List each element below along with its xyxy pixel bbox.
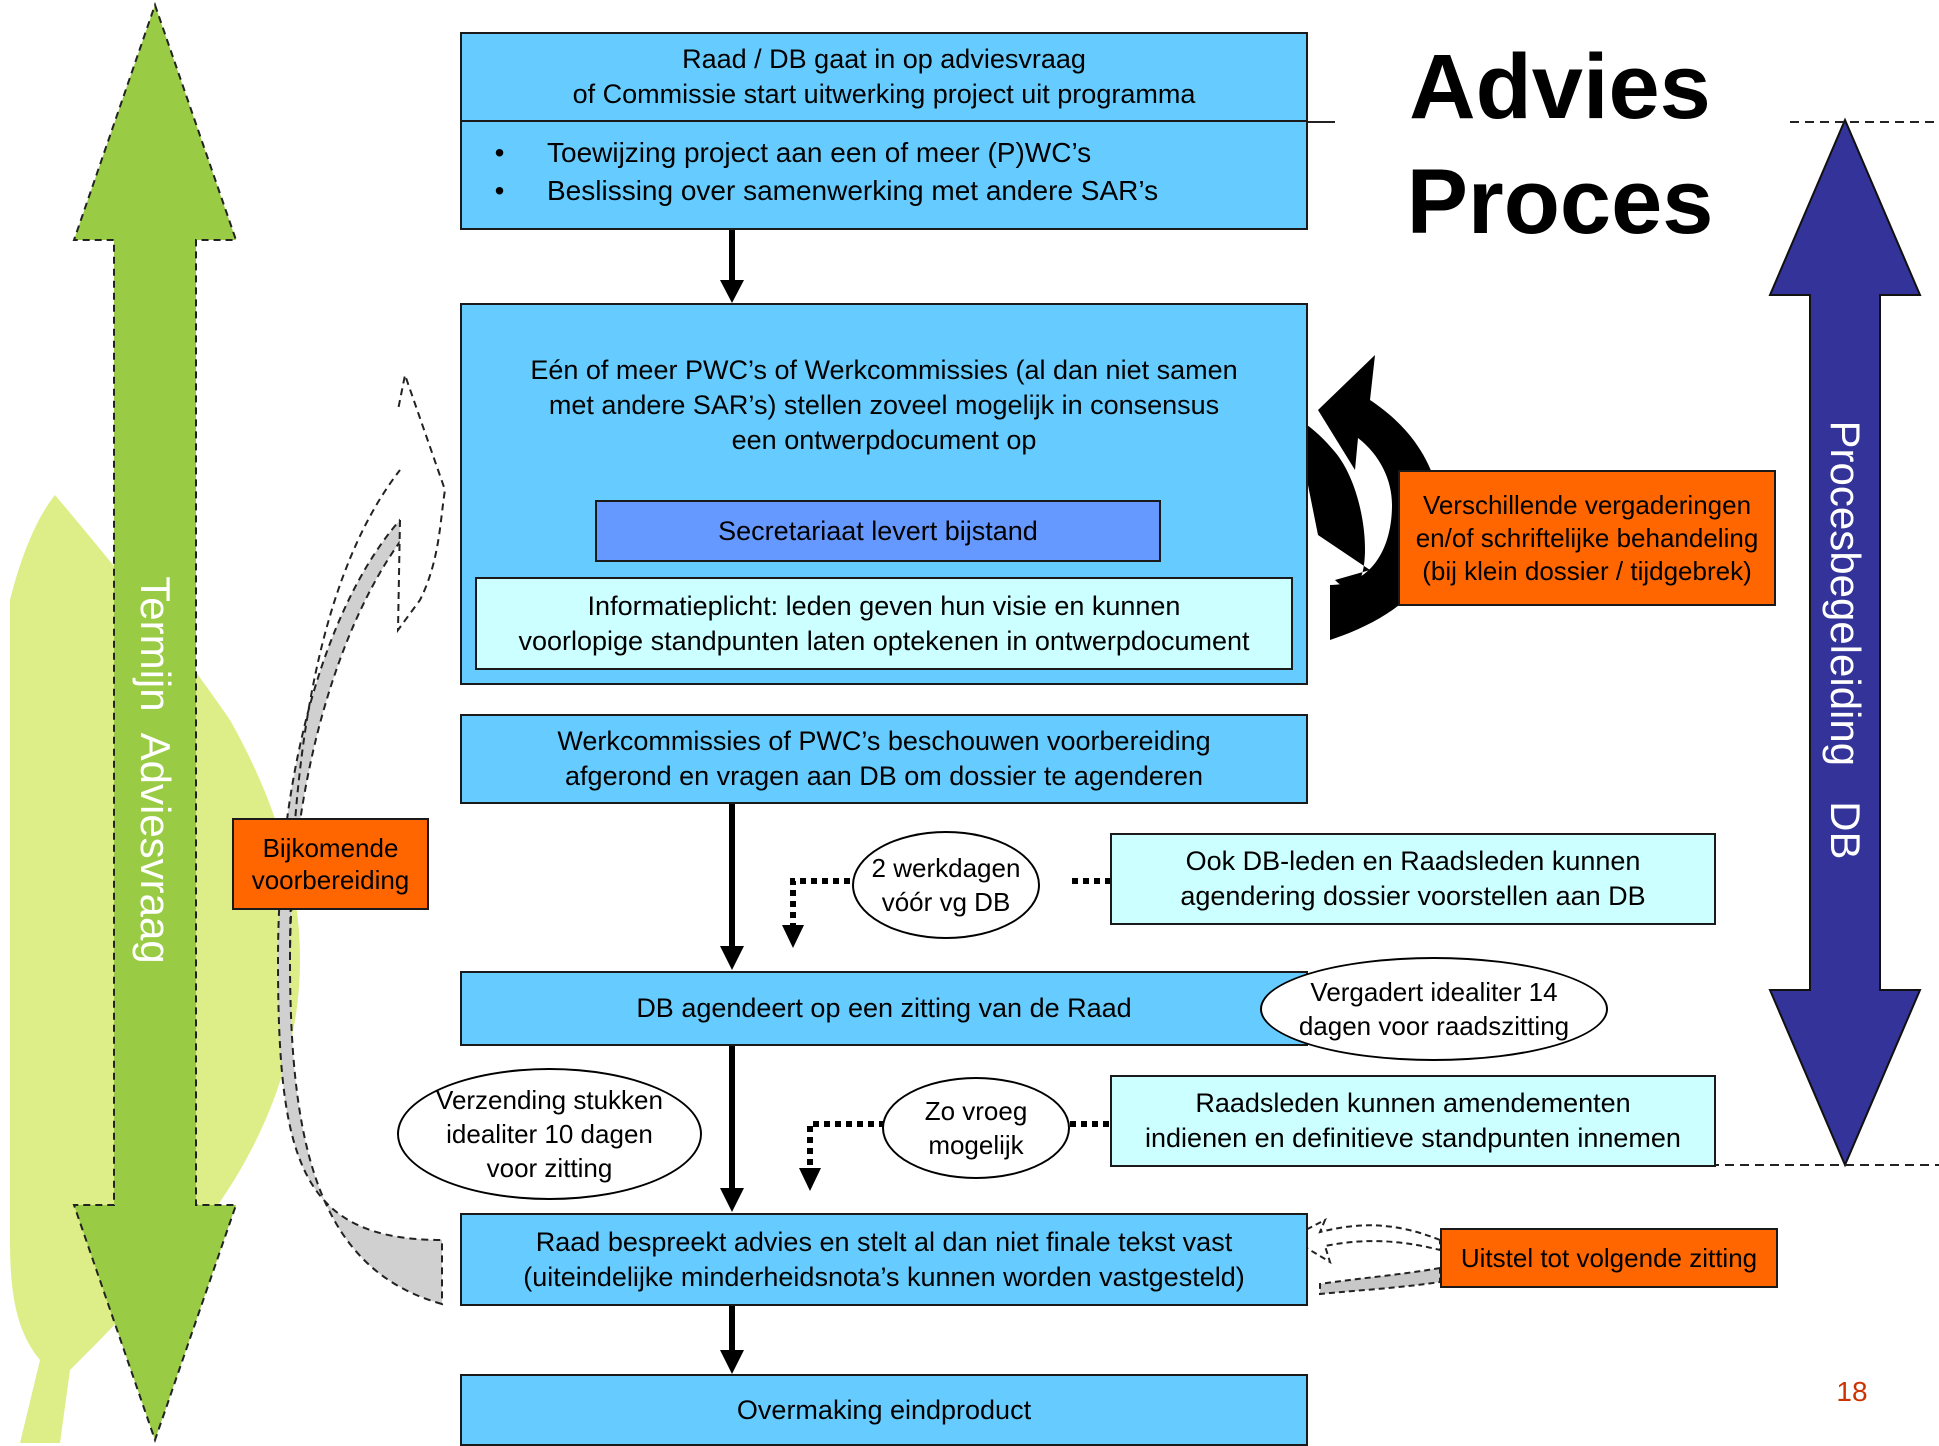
postpone-note: Uitstel tot volgende zitting: [1440, 1228, 1778, 1288]
step-6-box: Overmaking eindproduct: [460, 1374, 1308, 1446]
db-members-line-2: agendering dossier voorstellen aan DB: [1180, 881, 1646, 911]
dotted-connectors: [790, 878, 1113, 1168]
dotted-arrowhead-1: [782, 925, 804, 948]
info-line-1: Informatieplicht: leden geven hun visie …: [587, 590, 1181, 621]
additional-prep-line-1: Bijkomende: [262, 833, 399, 863]
postpone-arrow: [1287, 1217, 1441, 1265]
secretariat-box: Secretariaat levert bijstand: [595, 500, 1161, 562]
page-title: Advies Proces: [1370, 30, 1750, 260]
two-workdays-oval: 2 werkdagen vóór vg DB: [852, 831, 1040, 939]
step-6-line-1: Overmaking eindproduct: [736, 1394, 1032, 1425]
amendments-line-2: indienen en definitieve standpunten inne…: [1145, 1123, 1681, 1153]
two-days-line-1: 2 werkdagen: [871, 853, 1021, 883]
asap-line-2: mogelijk: [928, 1130, 1024, 1160]
step-3-line-2: afgerond en vragen aan DB om dossier te …: [565, 761, 1203, 791]
bullet-text: Toewijzing project aan een of meer (P)WC…: [547, 137, 1092, 168]
step-4-line-1: DB agendeert op een zitting van de Raad: [636, 993, 1132, 1023]
information-duty-box: Informatieplicht: leden geven hun visie …: [475, 577, 1293, 670]
asap-oval: Zo vroeg mogelijk: [882, 1077, 1070, 1179]
info-line-2: voorlopige standpunten laten optekenen i…: [518, 625, 1250, 656]
amendments-note: Raadsleden kunnen amendementen indienen …: [1110, 1075, 1716, 1167]
flow-arrows: [720, 229, 744, 1374]
feedback-line: [289, 469, 401, 961]
feedback-curve: [276, 518, 443, 1306]
dotted-arrowhead-2: [799, 1168, 821, 1191]
meets-ideally-line-2: dagen voor raadszitting: [1298, 1011, 1570, 1041]
step-1-bullet-2: • Beslissing over samenwerking met ander…: [462, 172, 1306, 210]
step-5-line-2: (uiteindelijke minderheidsnota’s kunnen …: [523, 1261, 1245, 1292]
title-line-1: Advies: [1409, 36, 1711, 138]
step-5-box: Raad bespreekt advies en stelt al dan ni…: [460, 1213, 1308, 1306]
secretariat-text: Secretariaat levert bijstand: [718, 515, 1038, 546]
bullet-text: Beslissing over samenwerking met andere …: [547, 175, 1159, 206]
send-docs-oval: Verzending stukken idealiter 10 dagen vo…: [397, 1068, 702, 1200]
meetings-line-3: (bij klein dossier / tijdgebrek): [1422, 555, 1752, 586]
db-members-line-1: Ook DB-leden en Raadsleden kunnen: [1185, 846, 1641, 876]
title-line-2: Proces: [1406, 151, 1714, 253]
meets-ideally-oval: Vergadert idealiter 14 dagen voor raadsz…: [1260, 957, 1608, 1061]
additional-prep-note: Bijkomende voorbereiding: [232, 818, 429, 910]
green-double-arrow: [72, 1, 238, 1443]
two-days-line-2: vóór vg DB: [881, 887, 1011, 917]
meetings-line-1: Verschillende vergaderingen: [1422, 489, 1752, 520]
send-docs-line-1: Verzending stukken: [436, 1085, 663, 1115]
step-5-line-1: Raad bespreekt advies en stelt al dan ni…: [535, 1226, 1233, 1257]
step-4-box: DB agendeert op een zitting van de Raad: [460, 971, 1308, 1046]
loop-arrow: [1300, 420, 1370, 589]
db-members-note: Ook DB-leden en Raadsleden kunnen agende…: [1110, 833, 1716, 925]
meets-ideally-line-1: Vergadert idealiter 14: [1310, 977, 1558, 1007]
meetings-line-2: en/of schriftelijke behandeling: [1415, 522, 1759, 553]
left-arrow-label: Termijn Adviesvraag: [132, 576, 179, 964]
bullet-symbol: •: [494, 175, 505, 206]
step-2-line-2: met andere SAR’s) stellen zoveel mogelij…: [548, 390, 1220, 420]
step-2-line-3: een ontwerpdocument op: [731, 425, 1037, 455]
feedback-arrowhead: [396, 371, 447, 634]
additional-prep-line-2: voorbereiding: [251, 865, 410, 895]
asap-line-1: Zo vroeg: [924, 1096, 1028, 1126]
amendments-line-1: Raadsleden kunnen amendementen: [1195, 1088, 1631, 1118]
postpone-line-1: Uitstel tot volgende zitting: [1460, 1243, 1758, 1273]
bullet-symbol: •: [494, 137, 505, 168]
send-docs-line-3: voor zitting: [486, 1153, 613, 1183]
step-1-box: Raad / DB gaat in op adviesvraag of Comm…: [460, 32, 1308, 230]
postpone-arrow-lower: [1319, 1266, 1441, 1296]
meetings-note: Verschillende vergaderingen en/of schrif…: [1398, 470, 1776, 606]
step-3-line-1: Werkcommissies of PWC’s beschouwen voorb…: [557, 726, 1211, 756]
step-3-box: Werkcommissies of PWC’s beschouwen voorb…: [460, 714, 1308, 804]
step-1-line-2: of Commissie start uitwerking project ui…: [572, 79, 1196, 109]
step-1-bullet-1: • Toewijzing project aan een of meer (P)…: [462, 134, 1306, 172]
send-docs-line-2: idealiter 10 dagen: [446, 1119, 653, 1149]
page-number: 18: [1836, 1376, 1868, 1407]
step-2-line-1: Eén of meer PWC’s of Werkcommissies (al …: [530, 355, 1238, 385]
right-arrow-label: Procesbegeleiding DB: [1822, 420, 1869, 860]
step-1-line-1: Raad / DB gaat in op adviesvraag: [682, 44, 1086, 74]
